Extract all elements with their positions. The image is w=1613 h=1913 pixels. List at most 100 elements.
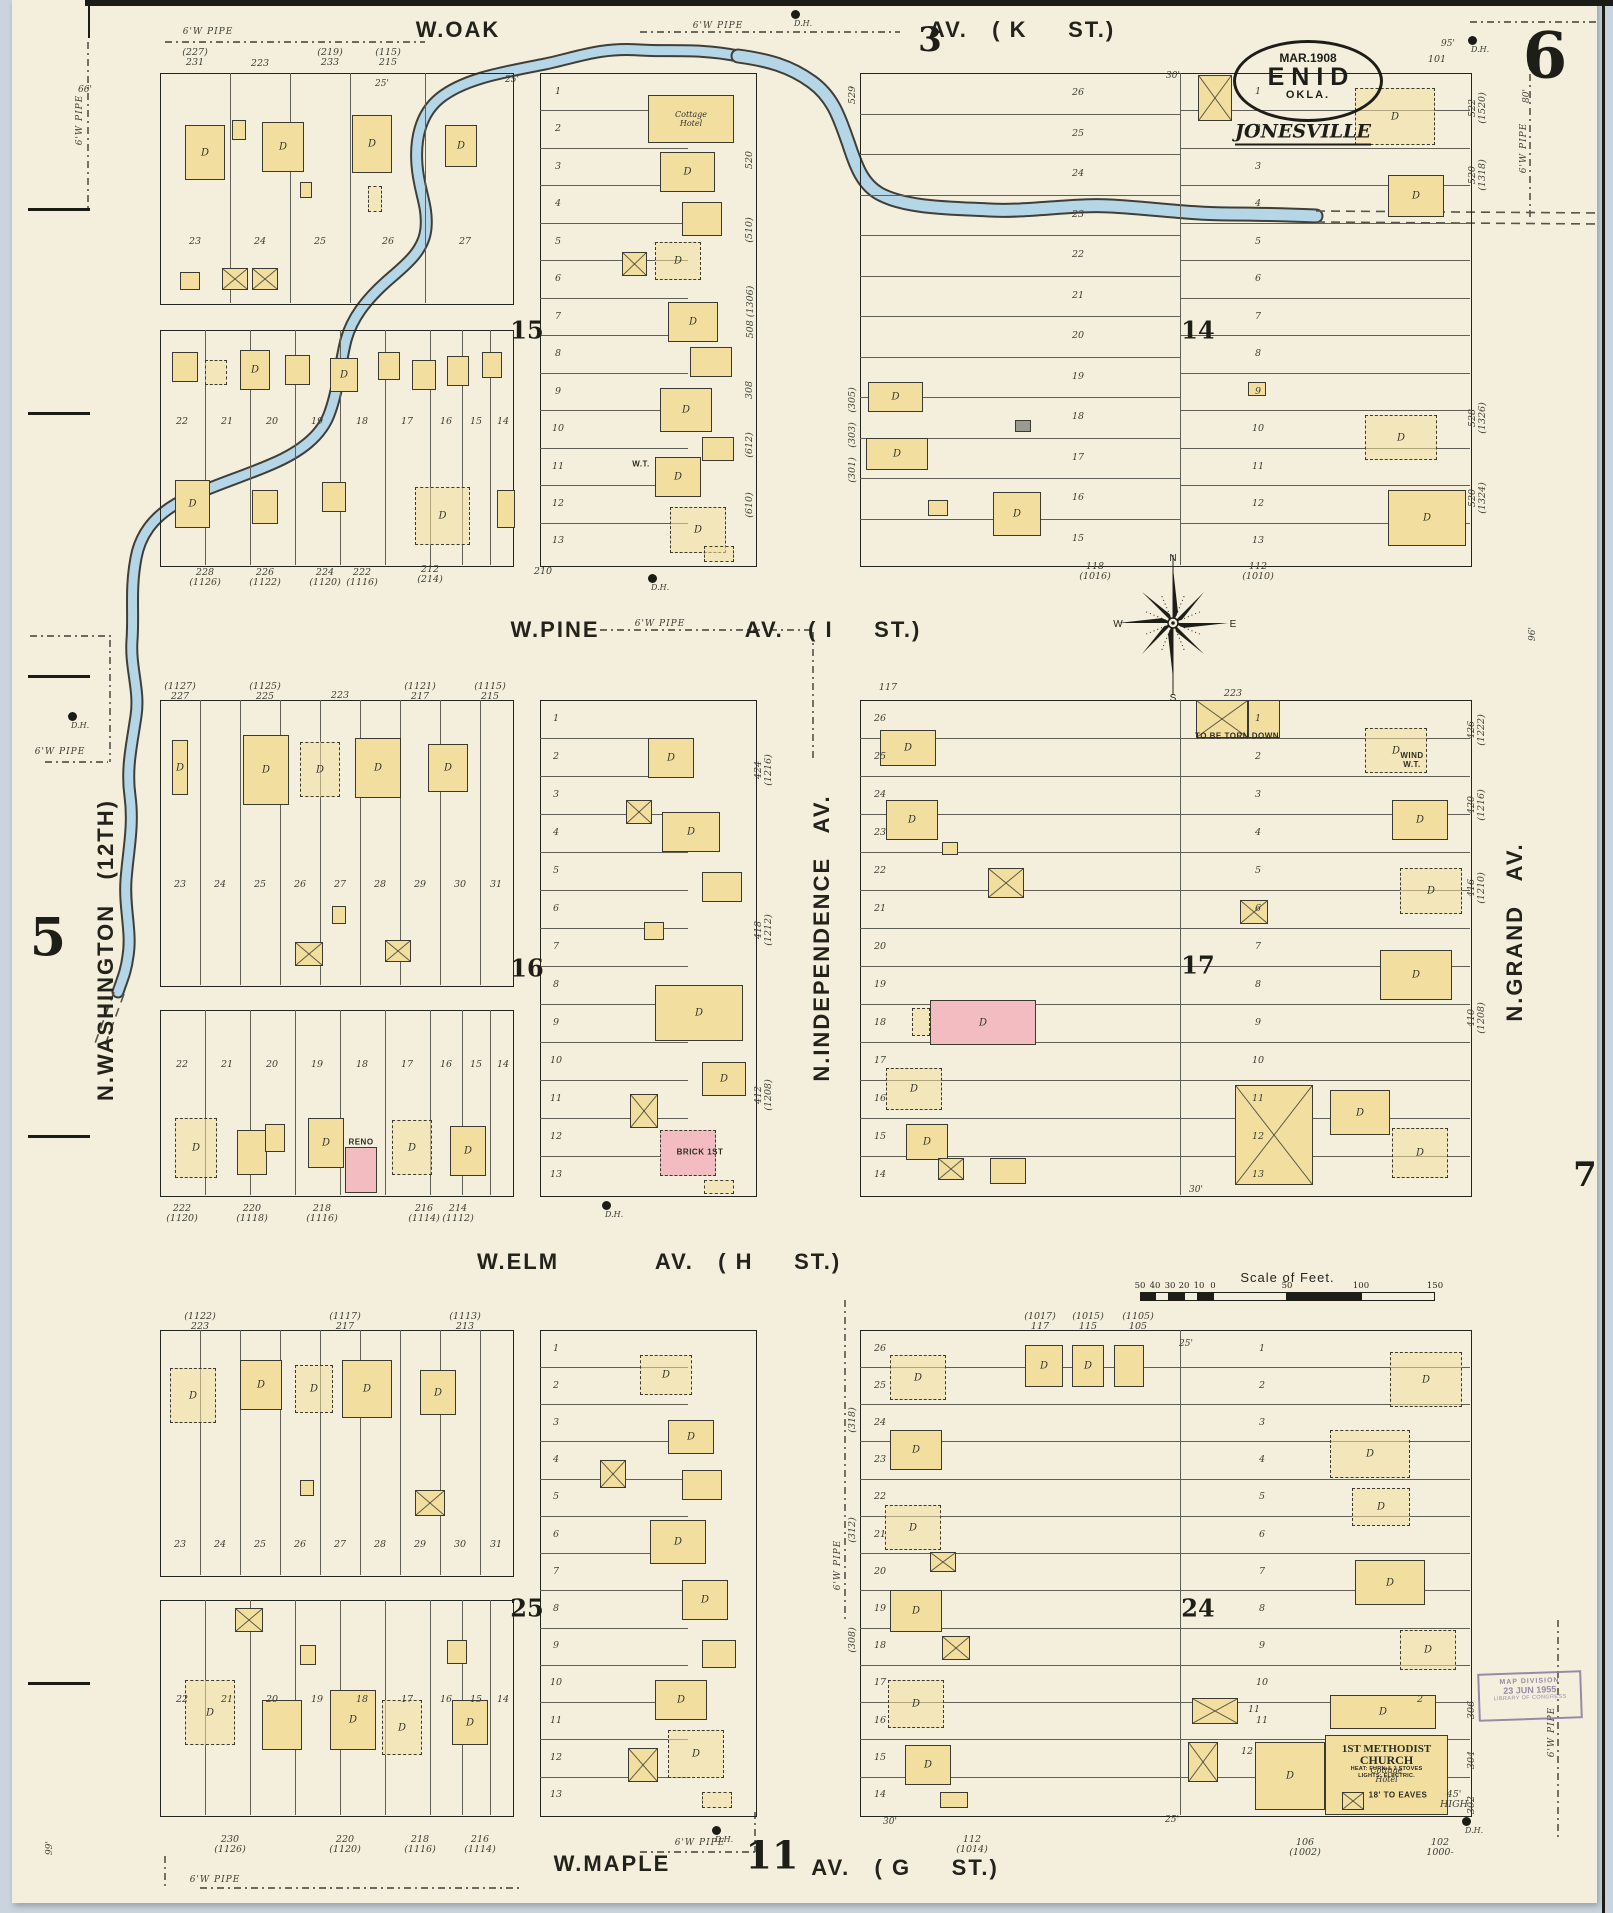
building [1248, 700, 1280, 738]
lot-number: 3 [554, 161, 562, 172]
lot-number: 23 [1071, 209, 1085, 220]
lot-number: 25 [313, 236, 327, 247]
lot-number: 21 [220, 416, 234, 427]
outbuilding-x-mark [600, 1460, 626, 1488]
building [644, 922, 664, 940]
outbuilding-x-mark [415, 1490, 445, 1516]
building: D [993, 492, 1041, 536]
building: D [1392, 800, 1448, 840]
outbuilding-x-mark [385, 940, 411, 962]
lot-number: 25 [873, 1380, 887, 1391]
address-number: 216(1114) [408, 1203, 440, 1224]
lot-number: 6 [552, 903, 560, 914]
lot-line [1180, 410, 1470, 411]
building: D [185, 1680, 235, 1745]
lot-line [400, 700, 401, 985]
lot-number: 19 [310, 1694, 324, 1705]
scale-bar-segment [1361, 1292, 1435, 1301]
dwelling-mark: D [673, 471, 683, 483]
building: D [650, 1520, 706, 1564]
dwelling-mark: D [922, 1136, 932, 1148]
street-name-label: W.OAK [415, 17, 501, 42]
lot-line [430, 1010, 431, 1195]
lot-line [540, 1441, 688, 1442]
lot-line [540, 448, 688, 449]
lot-number: 10 [1255, 1677, 1269, 1688]
lot-line [1180, 1628, 1470, 1629]
lot-number: 6 [554, 273, 562, 284]
building [237, 1130, 267, 1175]
dwelling-mark: D [1385, 1577, 1395, 1588]
annotation-label: 18' TO EAVES [1368, 1790, 1428, 1800]
lot-number: 17 [873, 1055, 887, 1066]
dwelling-mark: D [1415, 1147, 1425, 1159]
lot-number: 25 [253, 1539, 267, 1550]
outbuilding-x-mark [295, 942, 323, 966]
dimension-label: 25' [375, 79, 389, 89]
dwelling-mark: D [1390, 111, 1400, 122]
scale-bar-title: Scale of Feet. [1240, 1270, 1335, 1285]
stamp-state: OKLA. [1285, 89, 1331, 101]
lot-line [1180, 966, 1470, 967]
lot-number: 19 [873, 1603, 887, 1614]
building [497, 490, 515, 528]
scale-tick-label: 40 [1149, 1281, 1161, 1291]
lot-number: 16 [1071, 492, 1085, 503]
dwelling-mark: D [688, 316, 698, 328]
lot-number: 25 [873, 751, 887, 762]
lot-number: 4 [1258, 1454, 1266, 1465]
lot-line [320, 1330, 321, 1575]
building [300, 182, 312, 198]
lot-number: 2 [554, 123, 562, 134]
lot-number: 31 [489, 879, 503, 890]
lot-number: 12 [1251, 1131, 1265, 1142]
outbuilding-x-mark [222, 268, 248, 290]
lot-line [540, 1702, 688, 1703]
lot-number: 4 [552, 827, 560, 838]
lot-line [860, 1479, 1180, 1480]
outbuilding-x-mark [930, 1552, 956, 1572]
pipe-label: 6'W PIPE [634, 619, 686, 629]
building: D [880, 730, 936, 766]
address-number: 218(1116) [306, 1203, 338, 1224]
lot-number: 30 [453, 1539, 467, 1550]
dwelling-mark: D [407, 1142, 417, 1153]
lot-number: 22 [175, 416, 189, 427]
dwelling-mark: D [463, 1145, 473, 1157]
address-number: 223 [330, 690, 350, 701]
lot-line [540, 260, 688, 261]
building: D [172, 740, 188, 795]
building: D [175, 480, 210, 528]
lot-line [540, 1156, 688, 1157]
lot-number: 7 [1254, 311, 1262, 322]
lot-number: 12 [549, 1131, 563, 1142]
address-number: 214(1112) [442, 1203, 474, 1224]
building: D [648, 738, 694, 778]
block-number: 6 [1522, 18, 1568, 94]
street-name-label: AV. ( H ST.) [654, 1249, 842, 1274]
lot-line [540, 1665, 688, 1666]
dwelling-mark: D [676, 1694, 686, 1706]
dead-hydrant-label: D.H. [715, 1835, 734, 1844]
dwelling-mark: D [978, 1017, 988, 1028]
lot-line [1180, 1479, 1470, 1480]
dwelling-mark: D [907, 814, 917, 826]
lot-line [1180, 185, 1470, 186]
building: D [888, 1680, 944, 1728]
lot-number: 15 [873, 1131, 887, 1142]
lot-number: 19 [1071, 371, 1085, 382]
lot-number: 19 [310, 1059, 324, 1070]
lot-number: 12 [551, 498, 565, 509]
lot-number: 18 [355, 1694, 369, 1705]
address-number: 223 [1223, 688, 1243, 699]
lot-line [860, 1080, 1180, 1081]
dwelling-mark: D [673, 255, 683, 267]
lot-number: 1 [1254, 713, 1262, 724]
address-number: 220(1120) [329, 1834, 361, 1855]
building: D [668, 1730, 724, 1778]
building: D [660, 388, 712, 432]
building: D [905, 1745, 951, 1785]
lot-line [860, 276, 1180, 277]
dwelling-mark: D [693, 524, 703, 536]
